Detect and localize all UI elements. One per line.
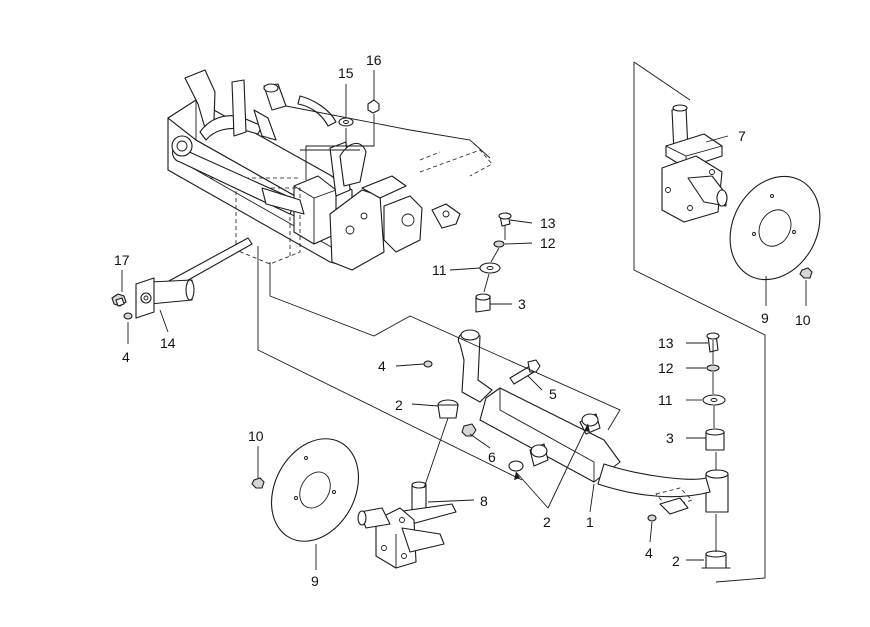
callout-13: 13 (540, 215, 556, 231)
callout-11: 11 (658, 392, 673, 408)
callout-4: 4 (645, 545, 653, 561)
spindle-housing-right (705, 473, 729, 513)
callout-7: 7 (738, 128, 746, 144)
callout-4: 4 (122, 349, 130, 365)
callout-12: 12 (540, 235, 556, 251)
clip-4 (123, 312, 133, 320)
disc-9-right (729, 175, 821, 281)
kingpin-stack-right (701, 332, 731, 569)
callout-9: 9 (311, 573, 319, 589)
kingpin-stack-left (475, 212, 512, 313)
callout-10: 10 (248, 428, 264, 444)
callout-2: 2 (395, 397, 403, 413)
assembly-lines (257, 226, 717, 552)
callout-12: 12 (658, 360, 674, 376)
disc-9-left (270, 438, 360, 542)
callout-3: 3 (666, 430, 674, 446)
tie-rod-assembly (111, 237, 253, 320)
callout-4: 4 (378, 358, 386, 374)
nut-10-left (251, 477, 265, 489)
leader-lines (121, 135, 807, 570)
callout-9: 9 (761, 310, 769, 326)
callout-15: 15 (338, 65, 354, 81)
callout-1: 1 (586, 514, 594, 530)
callout-16: 16 (366, 52, 382, 68)
callout-8: 8 (480, 493, 488, 509)
right-spindle-assembly (633, 61, 821, 583)
callout-2: 2 (543, 514, 551, 530)
front-axle (423, 329, 711, 522)
callout-3: 3 (518, 296, 526, 312)
callout-labels: 15 16 7 13 12 11 3 17 4 14 9 10 4 5 2 6 … (114, 52, 811, 589)
hardware-15-16 (305, 70, 380, 180)
callout-6: 6 (488, 449, 496, 465)
callout-17: 17 (114, 252, 130, 268)
chassis-frame (167, 69, 493, 271)
callout-2: 2 (672, 553, 680, 569)
left-spindle-assembly (251, 438, 457, 569)
nut-10-right (799, 267, 813, 279)
callout-11: 11 (432, 262, 447, 278)
callout-10: 10 (795, 312, 811, 328)
callout-13: 13 (658, 335, 674, 351)
callout-14: 14 (160, 335, 176, 351)
callout-5: 5 (549, 386, 557, 402)
